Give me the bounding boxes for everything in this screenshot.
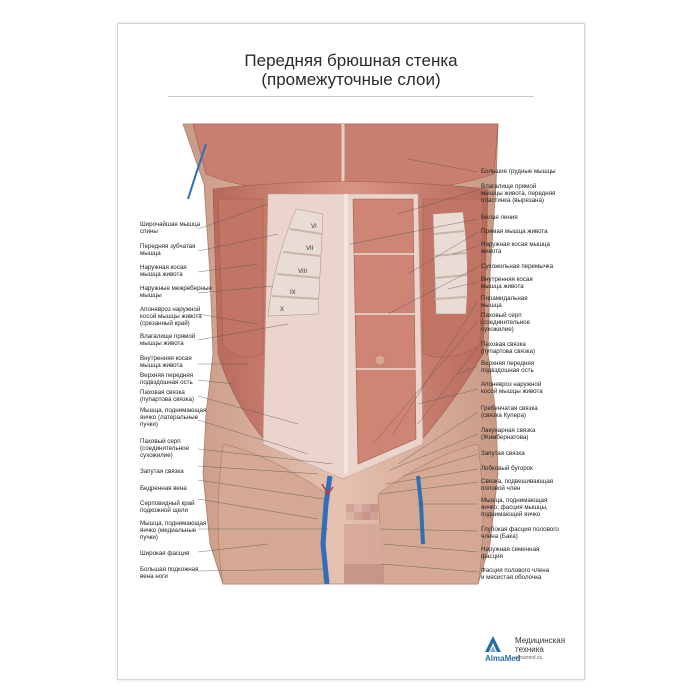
label-right: Наружная семенная фасция bbox=[481, 546, 540, 560]
label-right: Наружная косая мышца живота bbox=[481, 241, 550, 255]
label-right: Мышца, поднимающая яичко; фасция мышцы, … bbox=[481, 497, 548, 518]
label-right: Большие грудные мышцы bbox=[481, 168, 556, 175]
label-right: Гребенчатая связка (связка Купера) bbox=[481, 405, 538, 419]
rib-label: X bbox=[280, 307, 285, 313]
label-right: Лобковый бугорок bbox=[481, 465, 533, 472]
label-left: Мышца, поднимающая яичко (латеральные пу… bbox=[140, 407, 207, 428]
label-right: Пирамидальная мышца bbox=[481, 295, 528, 309]
label-left: Наружная косая мышца живота bbox=[140, 264, 187, 278]
label-right: Прямая мышца живота bbox=[481, 228, 548, 235]
arm-vein bbox=[187, 143, 207, 200]
label-left: Серповидный край подкожной щели bbox=[140, 500, 195, 514]
label-right: Верхняя передняя подвздошная ость bbox=[481, 360, 535, 374]
rib-label: VIII bbox=[298, 269, 308, 275]
poster-subtitle: (промежуточные слои) bbox=[261, 70, 441, 89]
label-left: Верхняя передняя подвздошная ость bbox=[140, 372, 194, 386]
label-left: Запутая связка bbox=[140, 468, 184, 475]
left-oblique bbox=[217, 198, 264, 358]
label-right: Влагалище прямой мышцы живота, передняя … bbox=[481, 183, 556, 204]
label-right: Связка, подвешивающая половой член bbox=[481, 478, 554, 492]
right-thigh bbox=[377, 443, 484, 585]
logo-company-line1: Медицинская bbox=[515, 636, 566, 645]
label-right: Апоневроз наружной косой мышцы живота bbox=[481, 381, 543, 395]
label-right: Паховая связка (пупартова связка) bbox=[481, 341, 536, 355]
label-left: Мышца, поднимающая яичко (медиальные пуч… bbox=[140, 520, 207, 541]
label-left: Паховая связка (пупартова связка) bbox=[140, 389, 195, 403]
umbilicus bbox=[374, 354, 386, 366]
rib-label: VII bbox=[306, 246, 314, 252]
logo-website: almamed.su bbox=[515, 655, 543, 661]
label-left: Апоневроз наружной косой мышцы живота (с… bbox=[140, 306, 202, 327]
rib-label: VI bbox=[311, 224, 317, 230]
rib-label: IX bbox=[290, 290, 296, 296]
poster-sheet: Передняя брюшная стенка (промежуточные с… bbox=[117, 23, 585, 680]
label-right: Запутая связка bbox=[481, 450, 525, 457]
label-right: Белая линия bbox=[481, 214, 518, 221]
poster-title: Передняя брюшная стенка bbox=[244, 51, 458, 70]
logo-brand: AlmaMed bbox=[485, 654, 521, 663]
almamed-logo: AlmaMed Медицинская техника almamed.su bbox=[483, 632, 578, 668]
left-rib-window bbox=[267, 208, 324, 317]
anatomy-illustration bbox=[182, 123, 499, 585]
label-left: Широкая фасция bbox=[140, 550, 190, 557]
right-rib-window bbox=[432, 211, 468, 315]
label-right: Паховый серп (соединительное сухожилие) bbox=[481, 312, 531, 333]
label-left: Влагалище прямой мышцы живота bbox=[140, 333, 196, 347]
label-left: Паховый серп (соединительное сухожилие) bbox=[140, 438, 190, 459]
label-left: Бедренная вена bbox=[140, 485, 187, 492]
logo-company-line2: техника bbox=[515, 645, 544, 654]
pectoral-muscles bbox=[192, 123, 499, 190]
label-left: Внутренняя косая мышца живота bbox=[140, 355, 192, 369]
rectus-muscle bbox=[352, 198, 417, 465]
label-left: Большая подкожная вена ноги bbox=[140, 566, 199, 580]
left-thigh bbox=[217, 443, 329, 585]
label-left: Широчайшая мышца спины bbox=[140, 221, 201, 235]
label-right: Внутренняя косая мышца живота bbox=[481, 276, 533, 290]
label-right: Фасция полового члена и мясистая оболочк… bbox=[481, 567, 550, 581]
label-left: Передняя зубчатая мышца bbox=[140, 243, 196, 257]
femoral-vein-left bbox=[320, 475, 333, 585]
title-divider bbox=[168, 96, 534, 97]
label-right: Лакунарная связка (Жимбернатова) bbox=[481, 427, 536, 441]
label-right: Сухожильная перемычка bbox=[481, 263, 554, 270]
almamed-logo-icon bbox=[485, 636, 501, 652]
label-right: Глубокая фасция полового члена (Бака) bbox=[481, 526, 559, 540]
label-left: Наружные межреберные мышцы bbox=[140, 285, 212, 299]
censored-region bbox=[344, 504, 384, 584]
